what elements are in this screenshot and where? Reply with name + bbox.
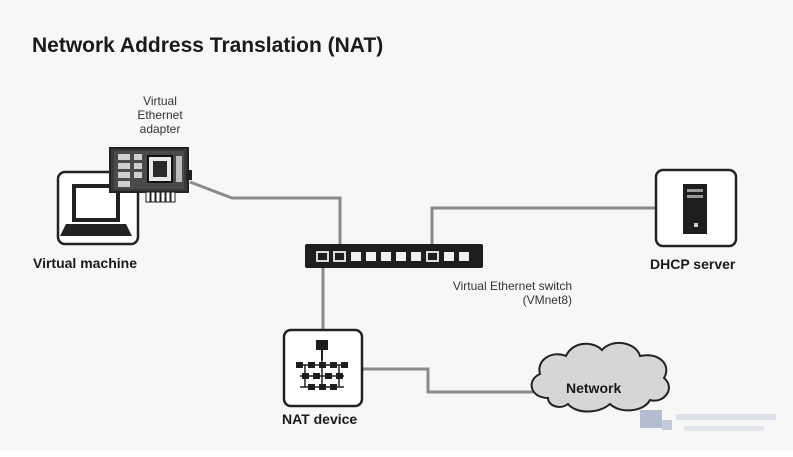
adapter-label-line1: Virtual <box>143 94 177 108</box>
switch-label: Virtual Ethernet switch (VMnet8) <box>400 279 572 307</box>
adapter-label-line3: adapter <box>139 122 181 136</box>
ethernet-adapter-icon <box>109 147 192 203</box>
footer-edge <box>0 451 793 457</box>
switch-label-line1: Virtual Ethernet switch <box>452 279 572 293</box>
ethernet-switch-icon <box>305 244 483 268</box>
dhcp-server-icon <box>654 168 738 248</box>
virtual-machine-label: Virtual machine <box>33 255 138 271</box>
adapter-label-line2: Ethernet <box>137 108 183 122</box>
link-nat-network <box>361 367 533 394</box>
nat-device-icon <box>282 328 364 408</box>
nat-device-label: NAT device <box>282 411 358 427</box>
switch-label-line2: (VMnet8) <box>522 293 572 307</box>
adapter-label: Virtual Ethernet adapter <box>120 94 200 136</box>
dhcp-server-label: DHCP server <box>650 256 736 272</box>
link-switch-dhcp <box>430 206 656 252</box>
network-label: Network <box>566 380 622 396</box>
link-adapter-switch <box>189 180 342 252</box>
watermark-logo <box>640 410 776 431</box>
network-cloud-icon <box>530 341 670 413</box>
diagram-title: Network Address Translation (NAT) <box>32 34 384 57</box>
